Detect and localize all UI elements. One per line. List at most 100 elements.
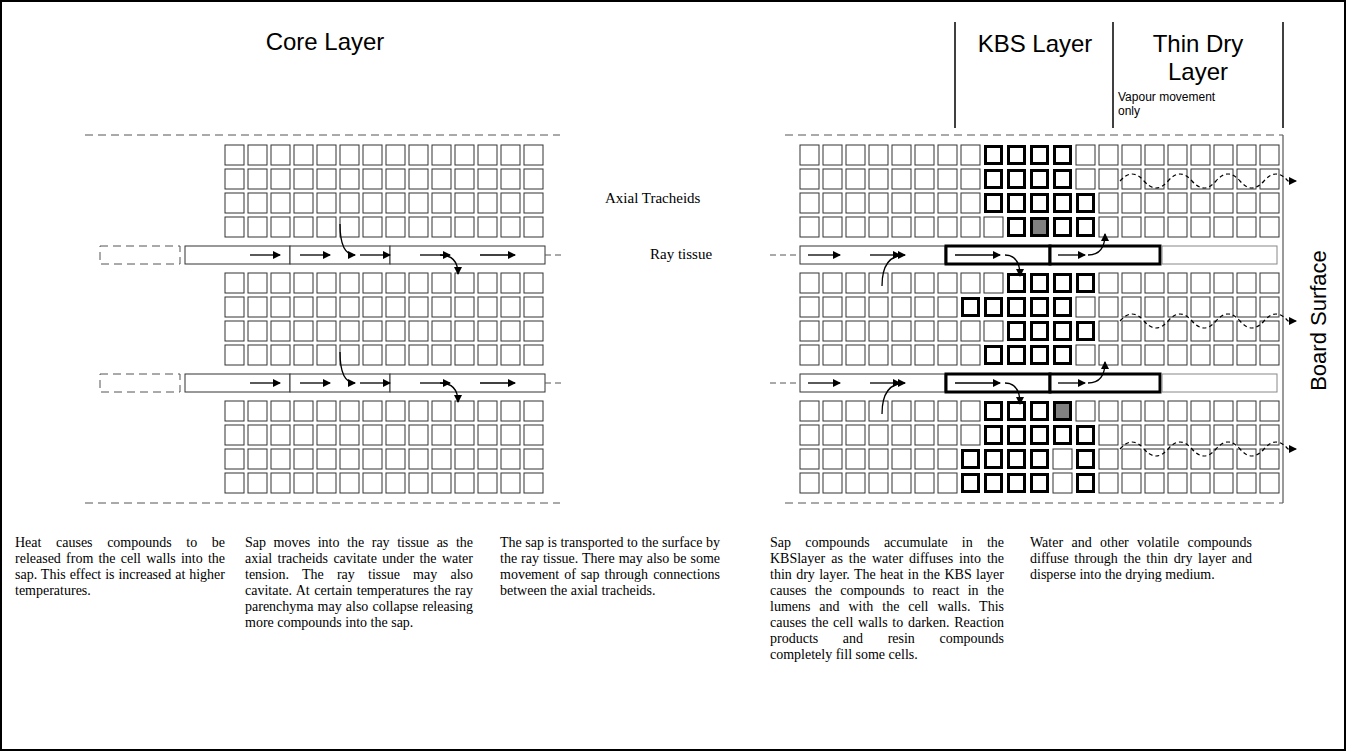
- axial-tracheid-cell: [938, 169, 957, 189]
- axial-tracheid-cell: [248, 321, 267, 341]
- axial-tracheid-cell: [800, 473, 819, 493]
- axial-tracheid-cell: [271, 169, 290, 189]
- axial-tracheid-cell: [915, 449, 934, 469]
- sap-flow-arrow: [808, 254, 840, 255]
- stained-cell: [1078, 451, 1094, 468]
- sap-entry-arrow: [340, 224, 355, 255]
- axial-tracheid-cell: [455, 473, 474, 493]
- axial-tracheid-cell: [1145, 193, 1164, 213]
- axial-tracheid-cell: [363, 217, 382, 237]
- axial-tracheid-cell: [869, 169, 888, 189]
- stained-cell: [1009, 171, 1025, 188]
- axial-tracheid-cell: [294, 401, 313, 421]
- axial-tracheid-cell: [1099, 321, 1118, 341]
- axial-tracheid-cell: [478, 169, 497, 189]
- sap-entry-arrow: [882, 383, 905, 414]
- axial-tracheid-cell: [1145, 169, 1164, 189]
- axial-tracheid-cell: [823, 273, 842, 293]
- axial-tracheid-cell: [317, 345, 336, 365]
- stained-cell: [986, 195, 1002, 212]
- panel-title: Core Layer: [210, 28, 440, 56]
- axial-tracheid-cell: [1145, 217, 1164, 237]
- axial-tracheid-cell: [409, 217, 428, 237]
- axial-tracheid-cell: [1214, 345, 1233, 365]
- axial-tracheid-cell: [1099, 449, 1118, 469]
- axial-tracheid-cell: [961, 193, 980, 213]
- axial-tracheid-cell: [524, 401, 543, 421]
- stained-cell: [1032, 323, 1048, 340]
- axial-tracheid-cell: [294, 193, 313, 213]
- stained-cell: [1055, 171, 1071, 188]
- axial-tracheid-cell: [1214, 473, 1233, 493]
- axial-tracheid-cell: [225, 321, 244, 341]
- sap-flow-arrow: [955, 254, 1000, 255]
- axial-tracheid-cell: [846, 217, 865, 237]
- sap-entry-arrow: [440, 383, 458, 402]
- sap-flow-arrow: [955, 382, 1000, 383]
- axial-tracheid-cell: [1260, 345, 1279, 365]
- axial-tracheid-cell: [1214, 169, 1233, 189]
- axial-tracheid-cell: [409, 273, 428, 293]
- axial-tracheid-cell: [1076, 297, 1095, 317]
- stained-cell: [986, 147, 1002, 164]
- axial-tracheid-cell: [800, 217, 819, 237]
- axial-tracheid-cell: [225, 297, 244, 317]
- axial-tracheid-cell: [938, 217, 957, 237]
- axial-tracheid-cell: [294, 273, 313, 293]
- stained-cell: [1032, 219, 1048, 236]
- stained-cell: [1055, 347, 1071, 364]
- axial-tracheid-cell: [455, 145, 474, 165]
- dry-ray-cell: [1162, 246, 1277, 264]
- axial-tracheid-cell: [409, 425, 428, 445]
- axial-tracheid-cell: [1145, 145, 1164, 165]
- axial-tracheid-cell: [823, 169, 842, 189]
- axial-tracheid-cell: [294, 473, 313, 493]
- stained-ray-cell: [1050, 246, 1160, 264]
- caption-text: The sap is transported to the surface by…: [500, 535, 720, 599]
- axial-tracheid-cell: [340, 145, 359, 165]
- axial-tracheid-cell: [1099, 473, 1118, 493]
- axial-tracheid-cell: [271, 273, 290, 293]
- sap-flow-arrow: [870, 254, 900, 255]
- axial-tracheid-cell: [869, 449, 888, 469]
- axial-tracheid-cell: [1099, 145, 1118, 165]
- sap-flow-arrow: [360, 382, 390, 383]
- axial-tracheid-cell: [1076, 401, 1095, 421]
- axial-tracheid-cell: [823, 217, 842, 237]
- axial-tracheid-cell: [317, 473, 336, 493]
- axial-tracheid-cell: [294, 145, 313, 165]
- axial-tracheid-cell: [524, 169, 543, 189]
- axial-tracheid-cell: [271, 297, 290, 317]
- axial-tracheid-cell: [1099, 425, 1118, 445]
- axial-tracheid-cell: [340, 425, 359, 445]
- axial-tracheid-cell: [478, 297, 497, 317]
- axial-tracheid-cell: [317, 169, 336, 189]
- stained-cell: [986, 171, 1002, 188]
- stained-cell: [1009, 427, 1025, 444]
- axial-tracheid-cell: [938, 473, 957, 493]
- axial-tracheid-cell: [501, 217, 520, 237]
- axial-tracheid-cell: [363, 273, 382, 293]
- dry-ray-cell: [1162, 374, 1277, 392]
- axial-tracheid-cell: [409, 449, 428, 469]
- layer-title: KBS Layer: [960, 30, 1110, 58]
- axial-tracheid-cell: [869, 401, 888, 421]
- axial-tracheid-cell: [524, 473, 543, 493]
- axial-tracheid-cell: [248, 193, 267, 213]
- axial-tracheid-cell: [432, 193, 451, 213]
- axial-tracheid-cell: [1145, 425, 1164, 445]
- axial-tracheid-cell: [1122, 217, 1141, 237]
- axial-tracheid-cell: [248, 345, 267, 365]
- axial-tracheid-cell: [363, 145, 382, 165]
- axial-tracheid-cell: [1260, 401, 1279, 421]
- axial-tracheid-cell: [800, 273, 819, 293]
- stained-cell: [986, 451, 1002, 468]
- caption-text: Sap compounds accumulate in the KBSlayer…: [770, 535, 1004, 663]
- stained-cell: [1032, 347, 1048, 364]
- axial-tracheid-cell: [846, 145, 865, 165]
- axial-tracheid-cell: [823, 449, 842, 469]
- axial-tracheid-cell: [294, 425, 313, 445]
- dashed-boundary: [785, 135, 1283, 136]
- axial-tracheid-cell: [1122, 449, 1141, 469]
